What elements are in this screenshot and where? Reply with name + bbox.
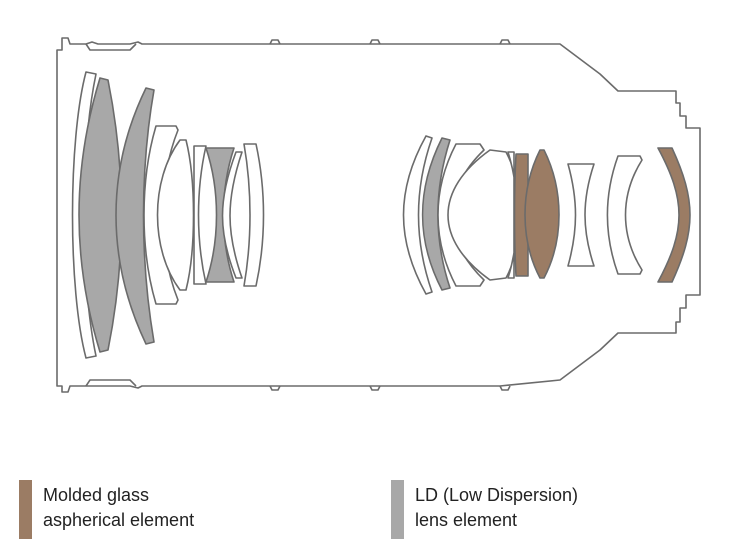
barrel-notch-5 (499, 39, 511, 45)
barrel-step-front-top (85, 43, 137, 51)
lens-element-16-molded-aspherical (524, 149, 560, 279)
lens-element-9-convex (243, 143, 265, 287)
legend-swatch-molded-glass (19, 480, 32, 539)
lens-barrel-outline (56, 37, 701, 393)
legend-molded-line2: aspherical element (43, 510, 195, 530)
barrel-notch-3 (269, 385, 281, 391)
barrel-notch-1 (269, 39, 281, 45)
lens-element-6-biconcave (193, 145, 207, 285)
legend-swatch-ld-glass (391, 480, 404, 539)
legend-label-ld-glass: LD (Low Dispersion) lens element (415, 483, 578, 533)
lens-construction-diagram (56, 37, 701, 393)
barrel-notch-6 (499, 385, 511, 391)
legend-ld-line2: lens element (415, 510, 518, 530)
lens-element-19-molded-aspherical (657, 147, 691, 283)
legend-molded-line1: Molded glass (43, 485, 150, 505)
lens-element-8-meniscus (221, 151, 243, 279)
legend-item-molded-glass: Molded glass aspherical element (19, 480, 279, 540)
lens-element-11-ld (421, 137, 451, 291)
barrel-notch-4 (369, 385, 381, 391)
lens-element-5-convex (156, 139, 195, 291)
lens-element-18-meniscus (606, 155, 643, 275)
barrel-step-front-bottom (85, 379, 137, 387)
lens-element-17-biconcave (567, 163, 595, 267)
lens-element-10-meniscus (402, 135, 433, 295)
lens-element-7-ld-biconcave (205, 147, 235, 283)
barrel-notch-2 (369, 39, 381, 45)
lens-element-2-ld (78, 77, 123, 353)
legend-label-molded-glass: Molded glass aspherical element (43, 483, 194, 533)
lens-element-15-molded-aspherical (513, 153, 529, 277)
lens-element-3-ld (115, 87, 155, 345)
legend-ld-line1: LD (Low Dispersion) (415, 485, 579, 505)
legend-item-ld-glass: LD (Low Dispersion) lens element (391, 480, 671, 540)
